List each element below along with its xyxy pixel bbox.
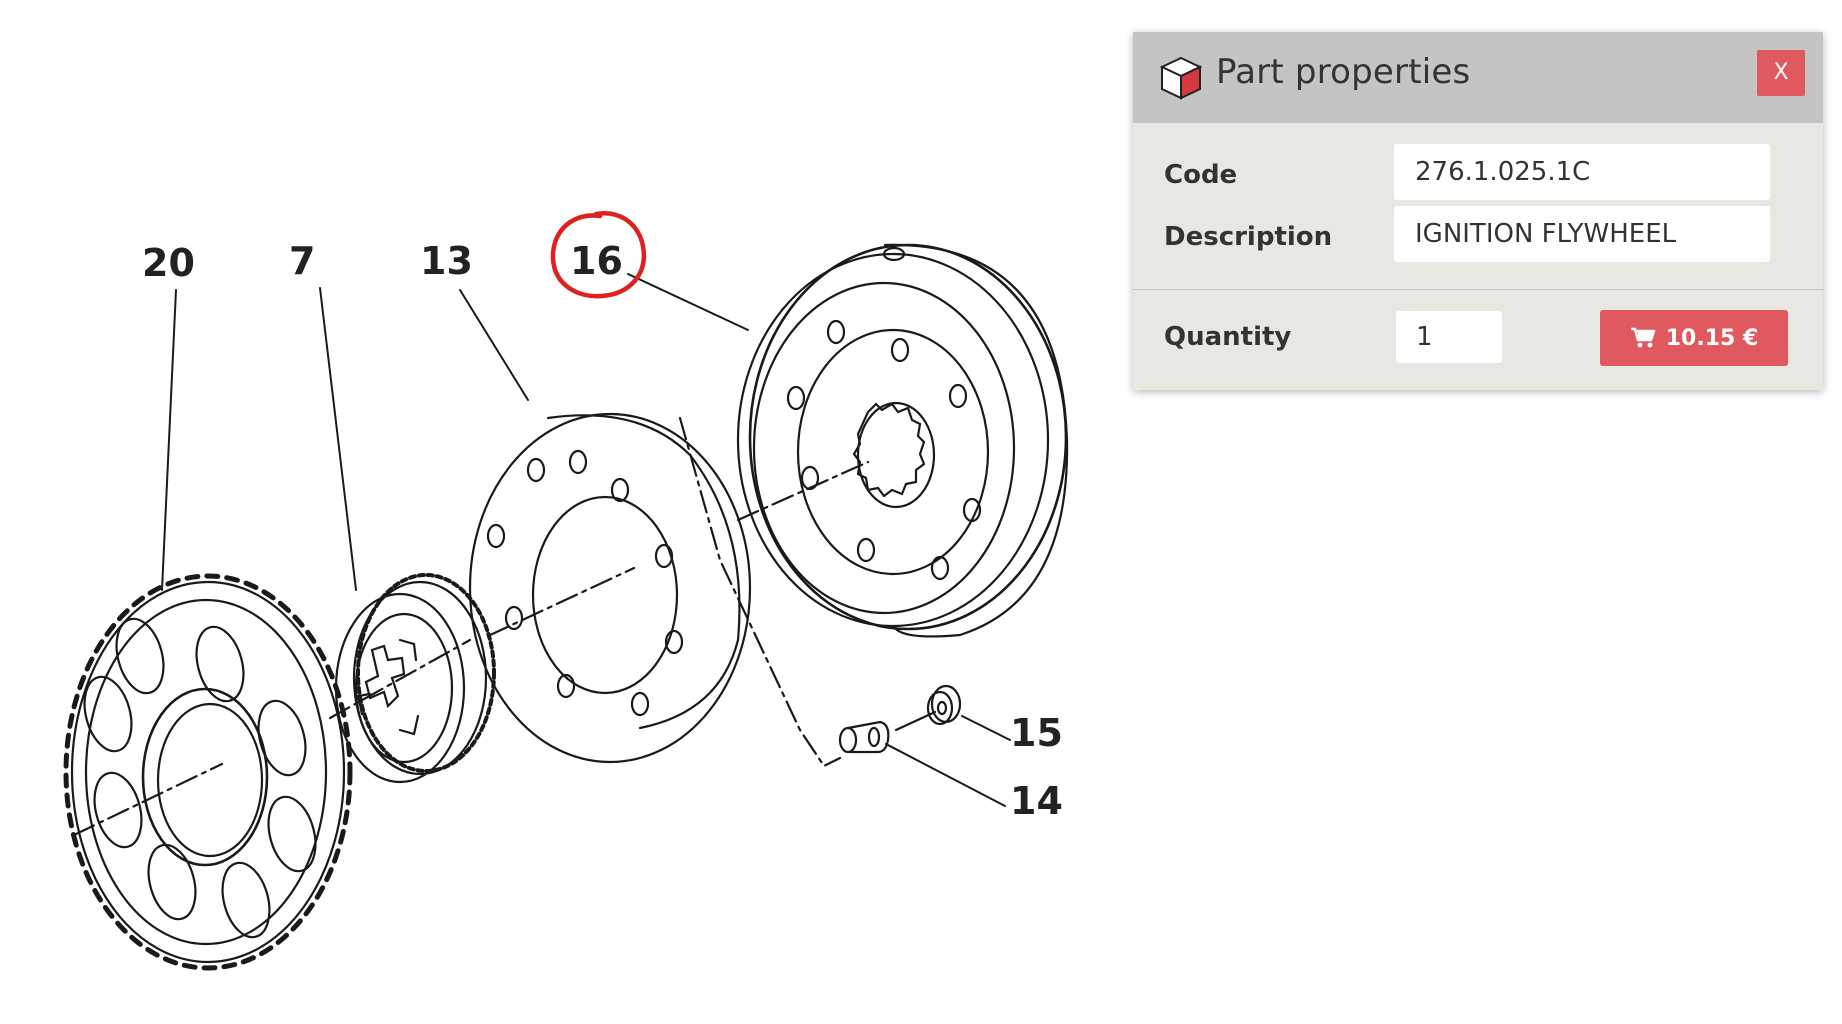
code-label: Code — [1164, 160, 1238, 190]
callout-20[interactable]: 20 — [142, 241, 195, 285]
gear-part-20 — [63, 573, 353, 971]
hub-part-7 — [328, 573, 496, 784]
box-icon — [1159, 56, 1203, 100]
cart-icon — [1630, 327, 1656, 348]
quantity-label: Quantity — [1164, 322, 1292, 352]
flywheel-part-16 — [736, 243, 1069, 638]
callout-7[interactable]: 7 — [289, 239, 315, 283]
panel-title: Part properties — [1216, 52, 1471, 92]
callout-16[interactable]: 16 — [570, 239, 623, 283]
part-properties-panel: Part properties X Code 276.1.025.1C Desc… — [1133, 32, 1823, 390]
panel-header: Part properties X — [1133, 32, 1823, 123]
code-field: 276.1.025.1C — [1394, 144, 1770, 200]
close-button[interactable]: X — [1757, 50, 1805, 96]
washer-part-15 — [926, 684, 962, 726]
callout-13[interactable]: 13 — [420, 239, 473, 283]
callout-15[interactable]: 15 — [1010, 711, 1063, 755]
panel-divider — [1133, 289, 1823, 290]
ring-part-13 — [468, 412, 752, 764]
add-to-cart-button[interactable]: 10.15 € — [1600, 310, 1788, 366]
description-field: IGNITION FLYWHEEL — [1394, 206, 1770, 262]
quantity-input[interactable] — [1396, 311, 1502, 363]
highlight-circle — [550, 211, 647, 299]
price-label: 10.15 € — [1665, 325, 1759, 351]
leader-lines — [161, 273, 1011, 807]
callout-14[interactable]: 14 — [1010, 779, 1063, 823]
pin-part-14 — [838, 710, 937, 754]
description-label: Description — [1164, 222, 1333, 252]
